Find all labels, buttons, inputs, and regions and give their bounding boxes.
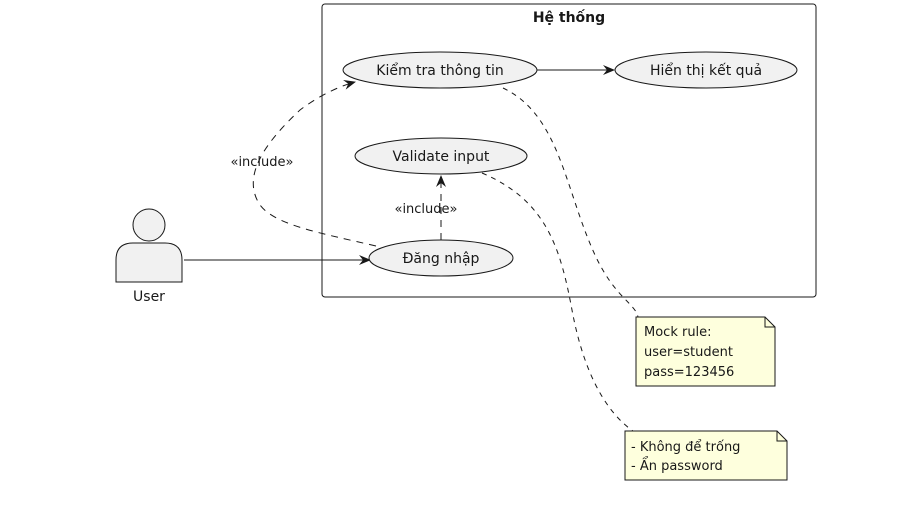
usecase-check-info[interactable]: Kiểm tra thông tin [342, 51, 538, 89]
actor-head-icon [132, 208, 166, 242]
note-mock-rule: Mock rule: user=student pass=123456 [635, 316, 776, 387]
usecase-check-info-label: Kiểm tra thông tin [376, 62, 503, 79]
usecase-show-result-label: Hiển thị kết quả [650, 62, 762, 79]
usecase-validate-input[interactable]: Validate input [354, 137, 528, 175]
actor-user[interactable]: User [115, 208, 183, 305]
actor-label: User [133, 289, 165, 305]
note-validation-line-1: - Không để trống [631, 440, 740, 455]
note-mock-rule-line-2: user=student [644, 345, 733, 360]
note-mock-rule-line-1: Mock rule: [644, 325, 712, 340]
note-connector-validation [481, 172, 634, 432]
note-connector-mock-rule [502, 87, 639, 318]
include-label-check: «include» [230, 155, 293, 170]
usecase-show-result[interactable]: Hiển thị kết quả [614, 51, 798, 89]
note-validation-line-2: - Ẩn password [631, 457, 723, 474]
usecase-login-label: Đăng nhập [403, 251, 480, 267]
usecase-validate-input-label: Validate input [393, 149, 490, 165]
usecase-login[interactable]: Đăng nhập [368, 239, 514, 277]
include-label-validate: «include» [394, 202, 457, 217]
actor-body-icon [115, 242, 183, 283]
system-title: Hệ thống [533, 9, 605, 26]
note-mock-rule-line-3: pass=123456 [644, 365, 734, 380]
include-login-to-check [252, 80, 377, 247]
system-boundary: Hệ thống [321, 3, 817, 298]
note-validation: - Không để trống - Ẩn password [624, 430, 788, 481]
